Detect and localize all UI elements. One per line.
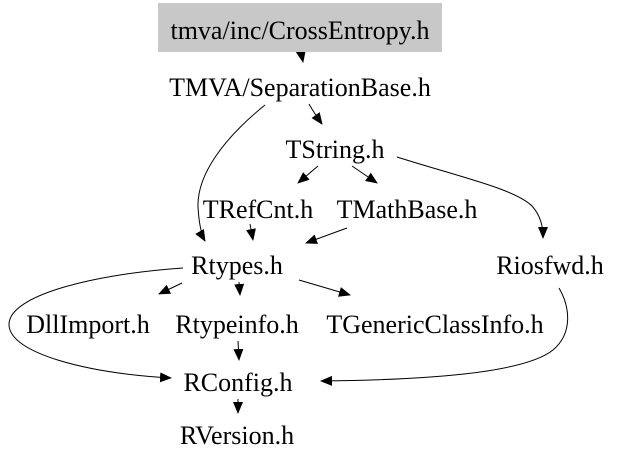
node-rtypeinfo[interactable]: Rtypeinfo.h (175, 310, 299, 339)
highlight-box (158, 3, 442, 52)
edge-separationbase-to-tstring (308, 103, 323, 125)
edge-rtypes-to-rtypeinfo (234, 281, 245, 296)
edge-tstring-to-riosfwd (396, 156, 548, 239)
node-tmathbase[interactable]: TMathBase.h (337, 195, 478, 224)
edge-rtypes-to-rconfig (8, 267, 184, 383)
node-label-tstring[interactable]: TString.h (286, 135, 385, 164)
node-label-rtypeinfo[interactable]: Rtypeinfo.h (175, 310, 299, 339)
node-trefcnt[interactable]: TRefCnt.h (203, 195, 314, 224)
node-tgenericclassinfo[interactable]: TGenericClassInfo.h (326, 310, 543, 339)
edge-trefcnt-to-rtypes (246, 223, 256, 241)
edge-tmathbase-to-rtypes (305, 227, 348, 244)
node-label-rconfig[interactable]: RConfig.h (183, 368, 292, 397)
edge-tstring-to-tmathbase (351, 165, 378, 184)
node-label-rversion[interactable]: RVersion.h (180, 421, 294, 450)
node-label-dllimport[interactable]: DllImport.h (26, 310, 150, 339)
edge-tstring-to-trefcnt (297, 165, 319, 184)
node-label-tgenericclassinfo[interactable]: TGenericClassInfo.h (326, 310, 543, 339)
edge-rtypeinfo-to-rconfig (233, 340, 244, 361)
node-rversion[interactable]: RVersion.h (180, 421, 294, 450)
node-tstring[interactable]: TString.h (286, 135, 385, 164)
node-rconfig[interactable]: RConfig.h (183, 368, 292, 397)
node-label-crossentropy[interactable]: tmva/inc/CrossEntropy.h (170, 16, 429, 45)
edge-riosfwd-to-rconfig (320, 287, 569, 386)
node-label-riosfwd[interactable]: Riosfwd.h (496, 251, 604, 280)
node-rtypes[interactable]: Rtypes.h (191, 251, 283, 280)
node-crossentropy[interactable]: tmva/inc/CrossEntropy.h (158, 3, 442, 52)
node-label-tmathbase[interactable]: TMathBase.h (337, 195, 478, 224)
node-label-separationbase[interactable]: TMVA/SeparationBase.h (169, 73, 431, 102)
edge-rtypes-to-tgenericclassinfo (298, 279, 351, 297)
node-dllimport[interactable]: DllImport.h (26, 310, 150, 339)
node-separationbase[interactable]: TMVA/SeparationBase.h (169, 73, 431, 102)
node-riosfwd[interactable]: Riosfwd.h (496, 251, 604, 280)
edge-rtypes-to-dllimport (158, 282, 183, 295)
edge-separationbase-to-rtypes (195, 104, 266, 242)
edge-crossentropy-to-separationbase (295, 50, 306, 63)
node-label-trefcnt[interactable]: TRefCnt.h (203, 195, 314, 224)
node-label-rtypes[interactable]: Rtypes.h (191, 251, 283, 280)
